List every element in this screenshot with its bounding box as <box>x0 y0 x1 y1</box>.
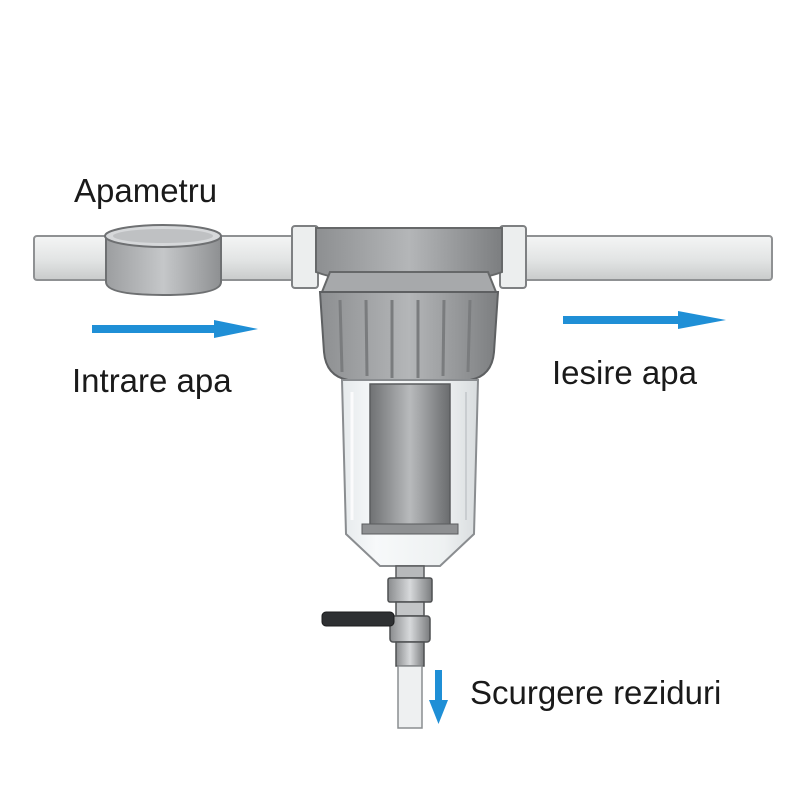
water-meter-label: Apametru <box>74 172 218 209</box>
filter-bowl <box>340 379 480 567</box>
outlet-pipe <box>509 235 773 281</box>
drain-tube <box>397 665 423 729</box>
outlet-arrow <box>563 311 726 329</box>
outlet-collar <box>499 225 527 289</box>
inlet-collar <box>291 225 319 289</box>
inlet-arrow <box>92 320 258 338</box>
water-outlet-label: Iesire apa <box>552 354 697 391</box>
water-meter <box>104 224 222 297</box>
filter-housing-ring <box>318 291 500 381</box>
water-inlet-label: Intrare apa <box>72 362 232 399</box>
drain-valve <box>321 565 433 729</box>
residue-drain-label: Scurgere reziduri <box>470 674 722 711</box>
drain-arrow <box>429 670 448 724</box>
valve-handle <box>321 611 395 627</box>
filter-head <box>315 227 503 293</box>
filter-cartridge <box>369 383 451 533</box>
